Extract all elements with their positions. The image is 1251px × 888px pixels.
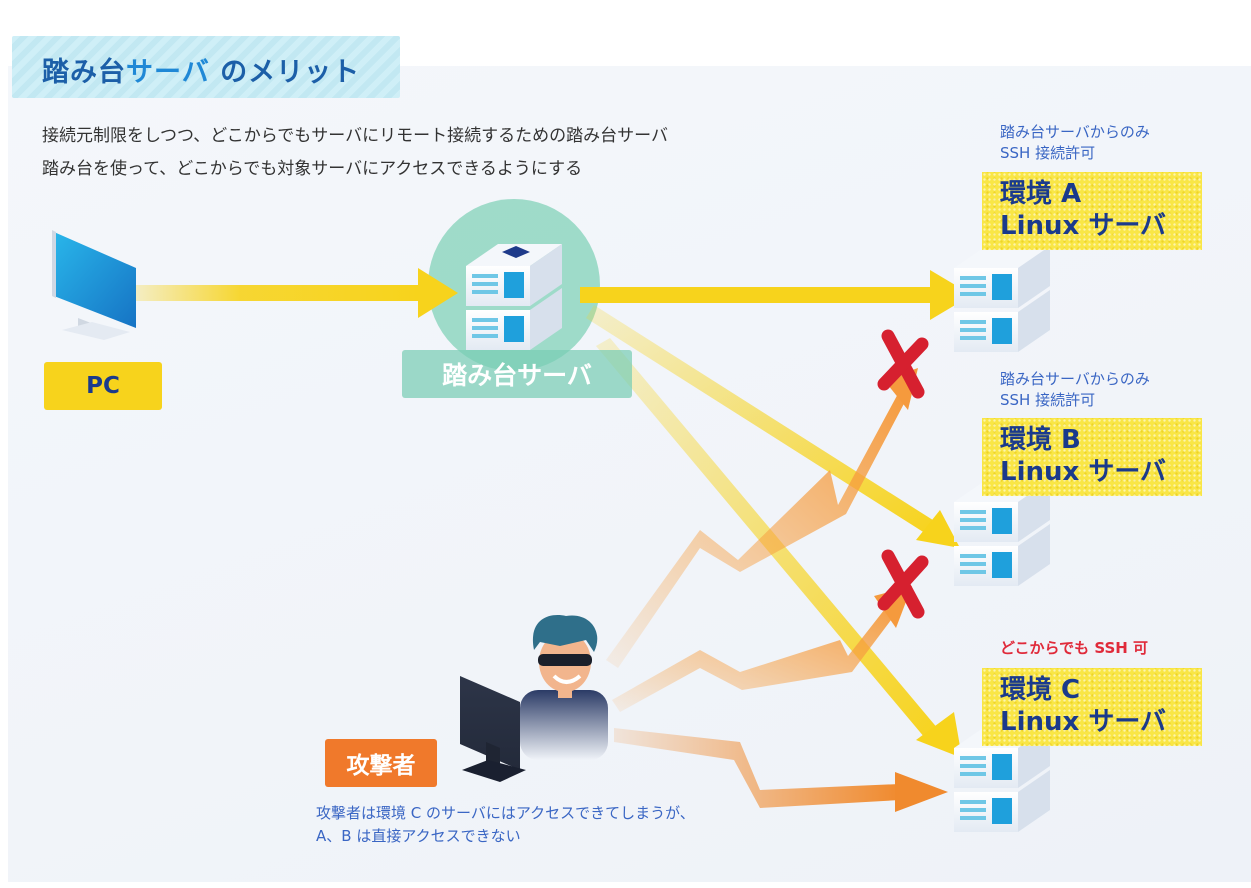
env-a-label: 環境 A Linux サーバ [982,172,1202,250]
intro-text: 接続元制限をしつつ、どこからでもサーバにリモート接続するための踏み台サーバ 踏み… [42,120,882,186]
bastion-server-icon [466,244,562,350]
pc-label: PC [44,362,162,410]
attacker-icon [460,615,608,782]
page-title: 踏み台サーバ のメリット [42,57,361,88]
env-c-access-note: どこからでも SSH 可 [1000,639,1149,657]
deny-mark-env-b [877,549,929,619]
title-banner: 踏み台サーバ のメリット [12,36,400,98]
env-c-label: 環境 C Linux サーバ [982,668,1202,746]
pc-monitor-icon [52,230,136,340]
env-a-server-icon [954,246,1050,352]
intro-line-1: 接続元制限をしつつ、どこからでもサーバにリモート接続するための踏み台サーバ [42,126,668,146]
arrow-bastion-to-env-a [580,270,972,320]
env-b-access-note: 踏み台サーバからのみ SSH 接続許可 [1000,370,1150,409]
intro-line-2: 踏み台を使って、どこからでも対象サーバにアクセスできるようにする [42,159,583,179]
bastion-label: 踏み台サーバ [402,350,632,398]
arrow-pc-to-bastion [120,268,458,318]
attacker-label: 攻撃者 [325,739,437,787]
attacker-note: 攻撃者は環境 C のサーバにはアクセスできてしまうが、 A、B は直接アクセスで… [316,804,695,845]
attack-arrow-to-env-c [614,728,948,812]
env-b-label: 環境 B Linux サーバ [982,418,1202,496]
deny-mark-env-a [877,329,929,399]
env-a-access-note: 踏み台サーバからのみ SSH 接続許可 [1000,123,1150,162]
arrow-bastion-to-env-b [586,305,960,548]
